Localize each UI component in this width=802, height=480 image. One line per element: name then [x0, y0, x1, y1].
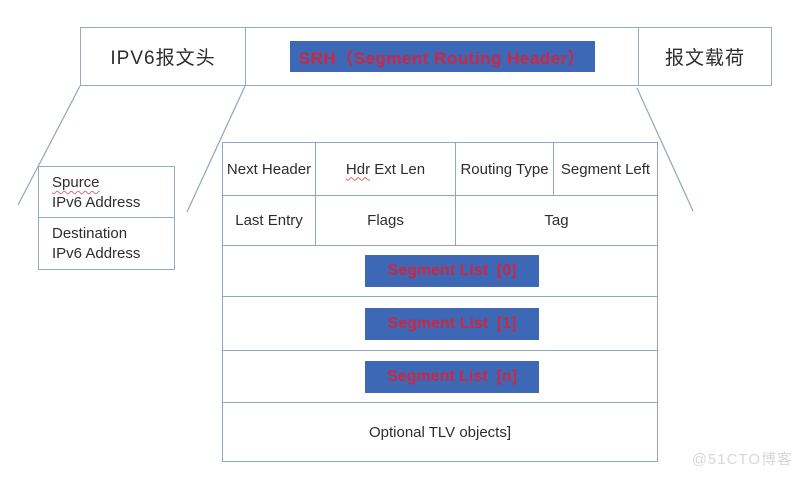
flags-cell: Flags [316, 196, 456, 245]
destination-address-line2: IPv6 Address [52, 245, 141, 262]
packet-structure-bar: IPV6报文头 SRH（Segment Routing Header） 报文载荷 [80, 27, 772, 86]
segment-list-1-highlight: Segment List [1] [365, 307, 539, 340]
destination-label: Destination [52, 225, 128, 242]
source-address-line2: IPv6 Address [52, 194, 141, 211]
source-label-misspelled: Spurce [52, 174, 100, 191]
hdr-misspell-mark: Hdr [345, 160, 371, 178]
srh-highlight-label: SRH（Segment Routing Header） [289, 41, 595, 72]
segment-left-cell: Segment Left [560, 160, 651, 178]
srh-detail-table: Next Header Hdr Ext Len Routing Type Seg… [222, 142, 658, 462]
source-address-cell: Spurce IPv6 Address [39, 167, 174, 218]
srh-table-row-2: Last Entry Flags Tag [223, 196, 657, 246]
payload-label: 报文载荷 [664, 48, 745, 69]
ipv6-header-label: IPV6报文头 [110, 48, 216, 69]
next-header-cell: Next Header [223, 143, 316, 195]
payload-cell: 报文载荷 [639, 28, 771, 85]
watermark: @51CTO博客 [691, 451, 793, 468]
ipv6-address-box: Spurce IPv6 Address Destination IPv6 Add… [38, 166, 175, 270]
segment-list-row-0: Segment List [0] [223, 246, 657, 297]
segment-list-n-highlight: Segment List [n] [365, 360, 539, 393]
srh-cell: SRH（Segment Routing Header） [246, 28, 639, 85]
optional-tlv-label: Optional TLV objects] [368, 423, 512, 441]
srh-table-row-1: Next Header Hdr Ext Len Routing Type Seg… [223, 143, 657, 196]
segment-list-row-n: Segment List [n] [223, 351, 657, 403]
tag-cell: Tag [544, 212, 569, 229]
segment-list-0-highlight: Segment List [0] [365, 255, 539, 287]
destination-address-cell: Destination IPv6 Address [39, 218, 174, 269]
optional-tlv-row: Optional TLV objects] [223, 403, 657, 461]
ipv6-header-cell: IPV6报文头 [81, 28, 246, 85]
routing-type-cell: Routing Type [456, 143, 554, 195]
hdr-ext-len-cell: Hdr Ext Len [316, 143, 456, 195]
last-entry-cell: Last Entry [223, 196, 316, 245]
segment-list-row-1: Segment List [1] [223, 297, 657, 351]
